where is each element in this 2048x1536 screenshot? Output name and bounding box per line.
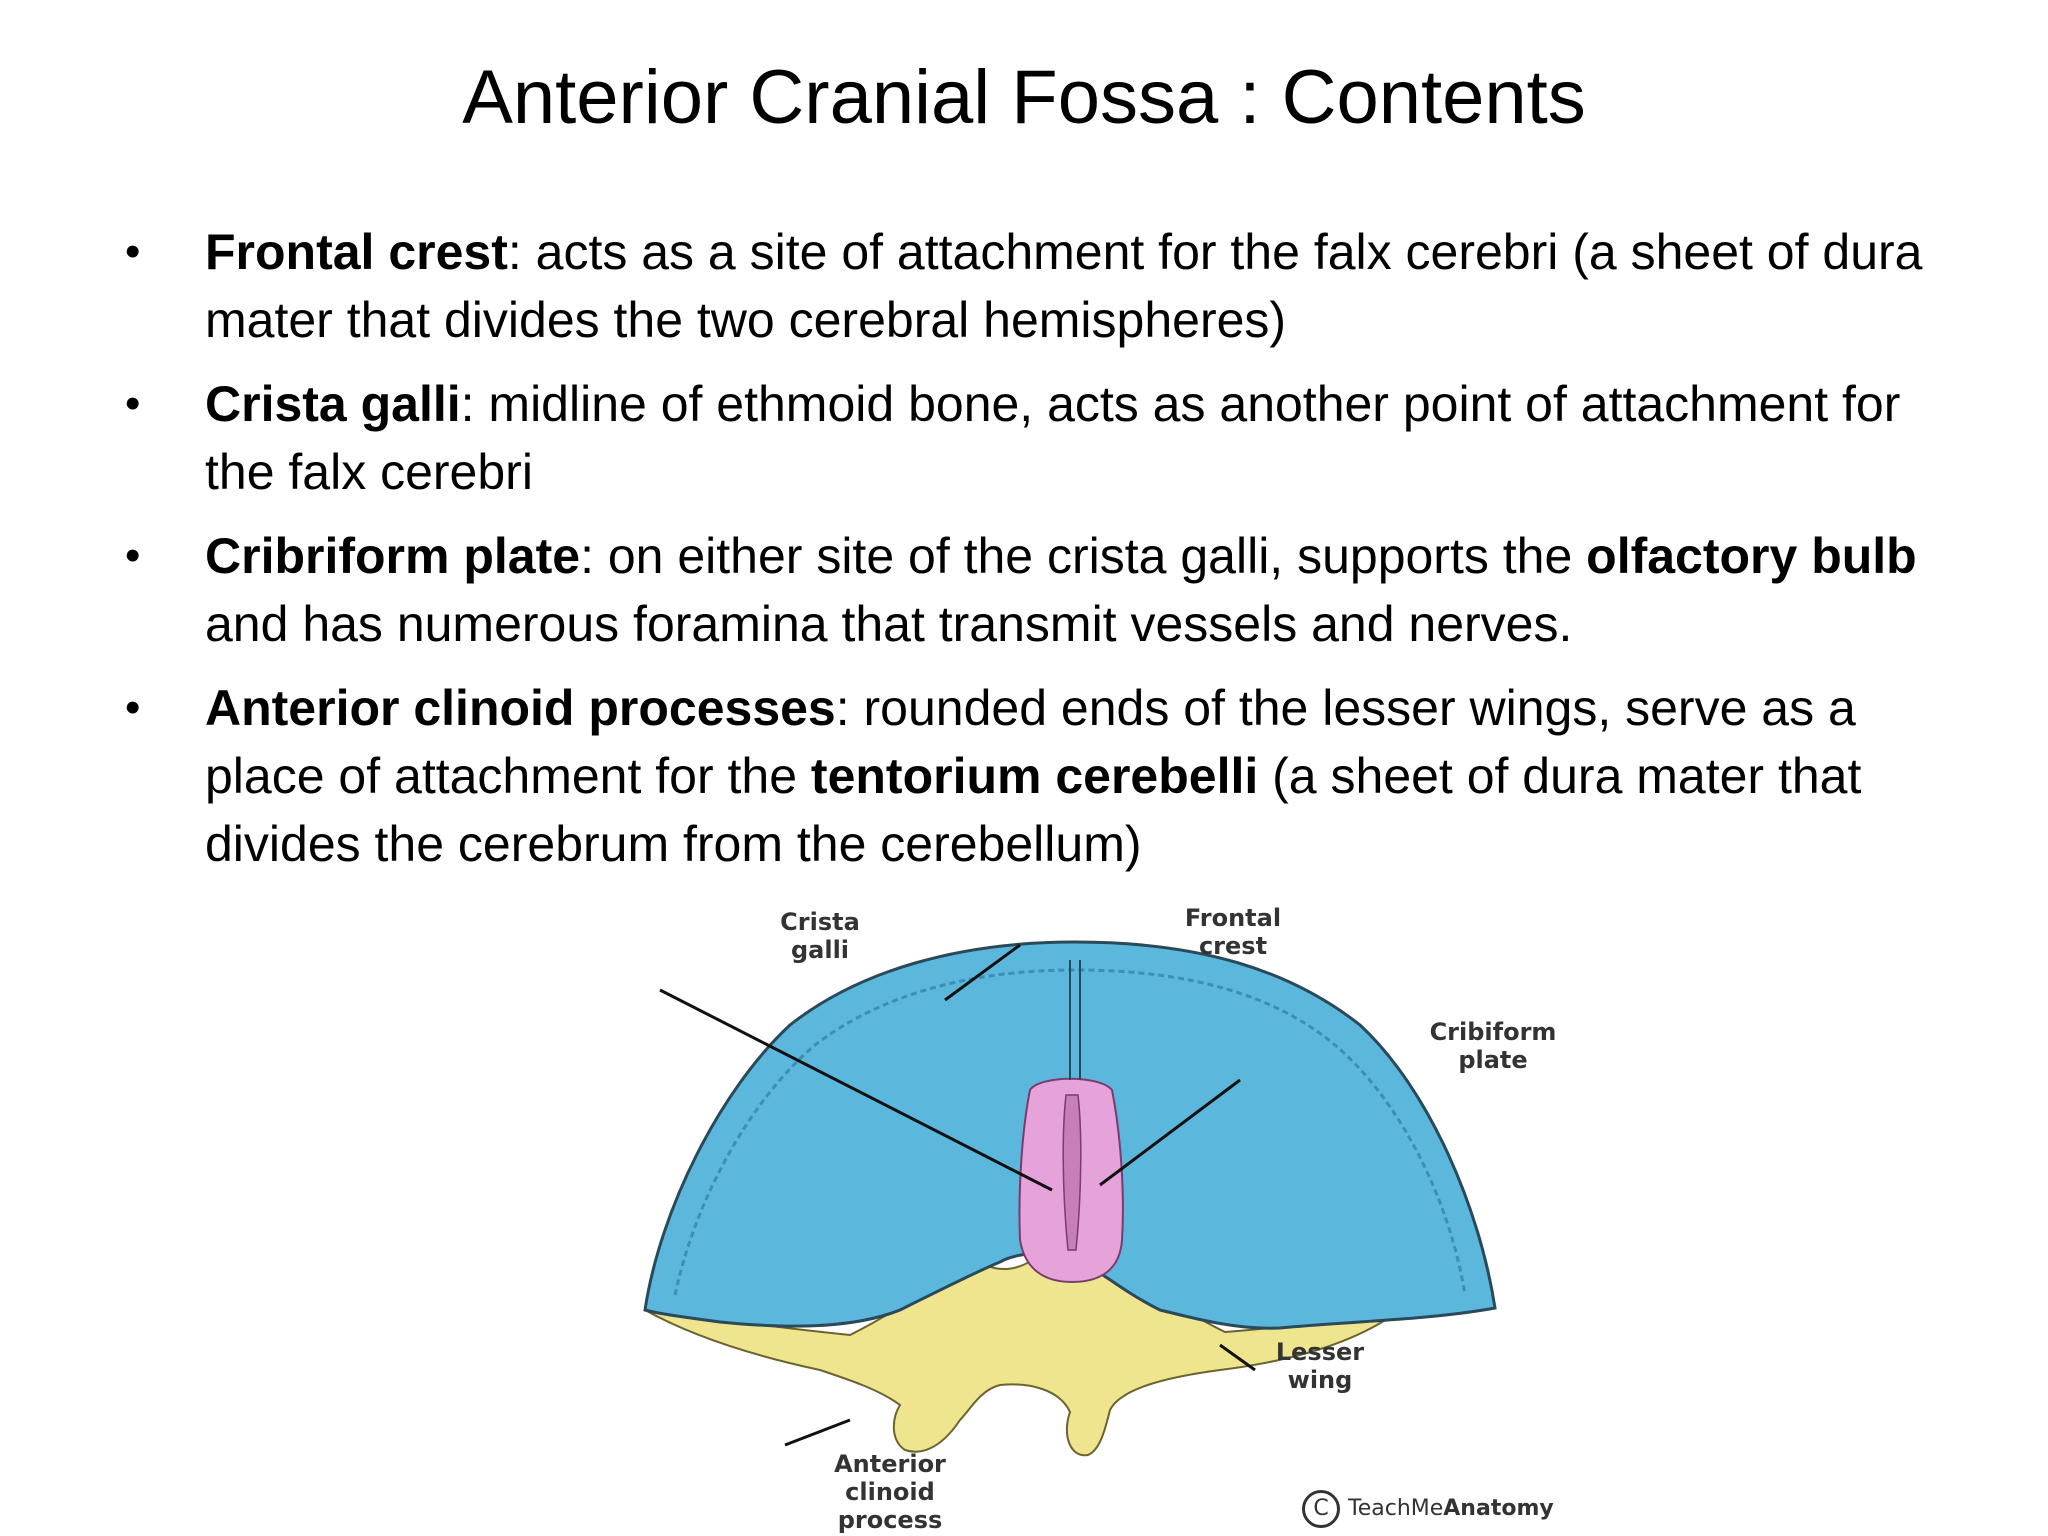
leader-cribiform-plate xyxy=(1099,1078,1241,1187)
bullet-frontal-crest: • Frontal crest: acts as a site of attac… xyxy=(125,218,1965,354)
leader-frontal-crest xyxy=(944,943,1021,1002)
crista-galli-shape xyxy=(1062,1094,1082,1251)
bullet-cribriform-plate: • Cribriform plate: on either site of th… xyxy=(125,522,1965,658)
leader-crista-galli xyxy=(659,988,1053,1192)
bullet-marker: • xyxy=(125,227,141,276)
frontal-rim-shape xyxy=(673,968,1467,1296)
bullet-text: : rounded ends of the lesser wings, serv… xyxy=(205,680,1856,804)
term-frontal-crest: Frontal crest xyxy=(205,224,508,280)
bullet-text: (a sheet of dura mater that divides the … xyxy=(205,748,1862,872)
bullet-marker: • xyxy=(125,683,141,732)
term-anterior-clinoid: Anterior clinoid processes xyxy=(205,680,836,736)
term-olfactory-bulb: olfactory bulb xyxy=(1586,528,1917,584)
term-crista-galli: Crista galli xyxy=(205,376,461,432)
leader-anterior-clinoid xyxy=(784,1418,851,1447)
bullet-text: and has numerous foramina that transmit … xyxy=(205,596,1573,652)
bullet-text: : midline of ethmoid bone, acts as anoth… xyxy=(205,376,1901,500)
bullet-text: : on either site of the crista galli, su… xyxy=(580,528,1587,584)
bullet-list: • Frontal crest: acts as a site of attac… xyxy=(125,218,1965,894)
slide-title: Anterior Cranial Fossa : Contents xyxy=(462,55,1586,140)
frontal-crest-shape xyxy=(1069,960,1081,1080)
bullet-anterior-clinoid: • Anterior clinoid processes: rounded en… xyxy=(125,674,1965,878)
term-tentorium-cerebelli: tentorium cerebelli xyxy=(810,748,1259,804)
bullet-marker: • xyxy=(125,379,141,428)
bullet-crista-galli: • Crista galli: midline of ethmoid bone,… xyxy=(125,370,1965,506)
bullet-text: : acts as a site of attachment for the f… xyxy=(205,224,1923,348)
leader-lesser-wing xyxy=(1219,1343,1256,1372)
anterior-cranial-fossa-diagram xyxy=(643,940,1497,1457)
term-cribriform-plate: Cribriform plate xyxy=(205,528,581,584)
bullet-marker: • xyxy=(125,531,141,580)
